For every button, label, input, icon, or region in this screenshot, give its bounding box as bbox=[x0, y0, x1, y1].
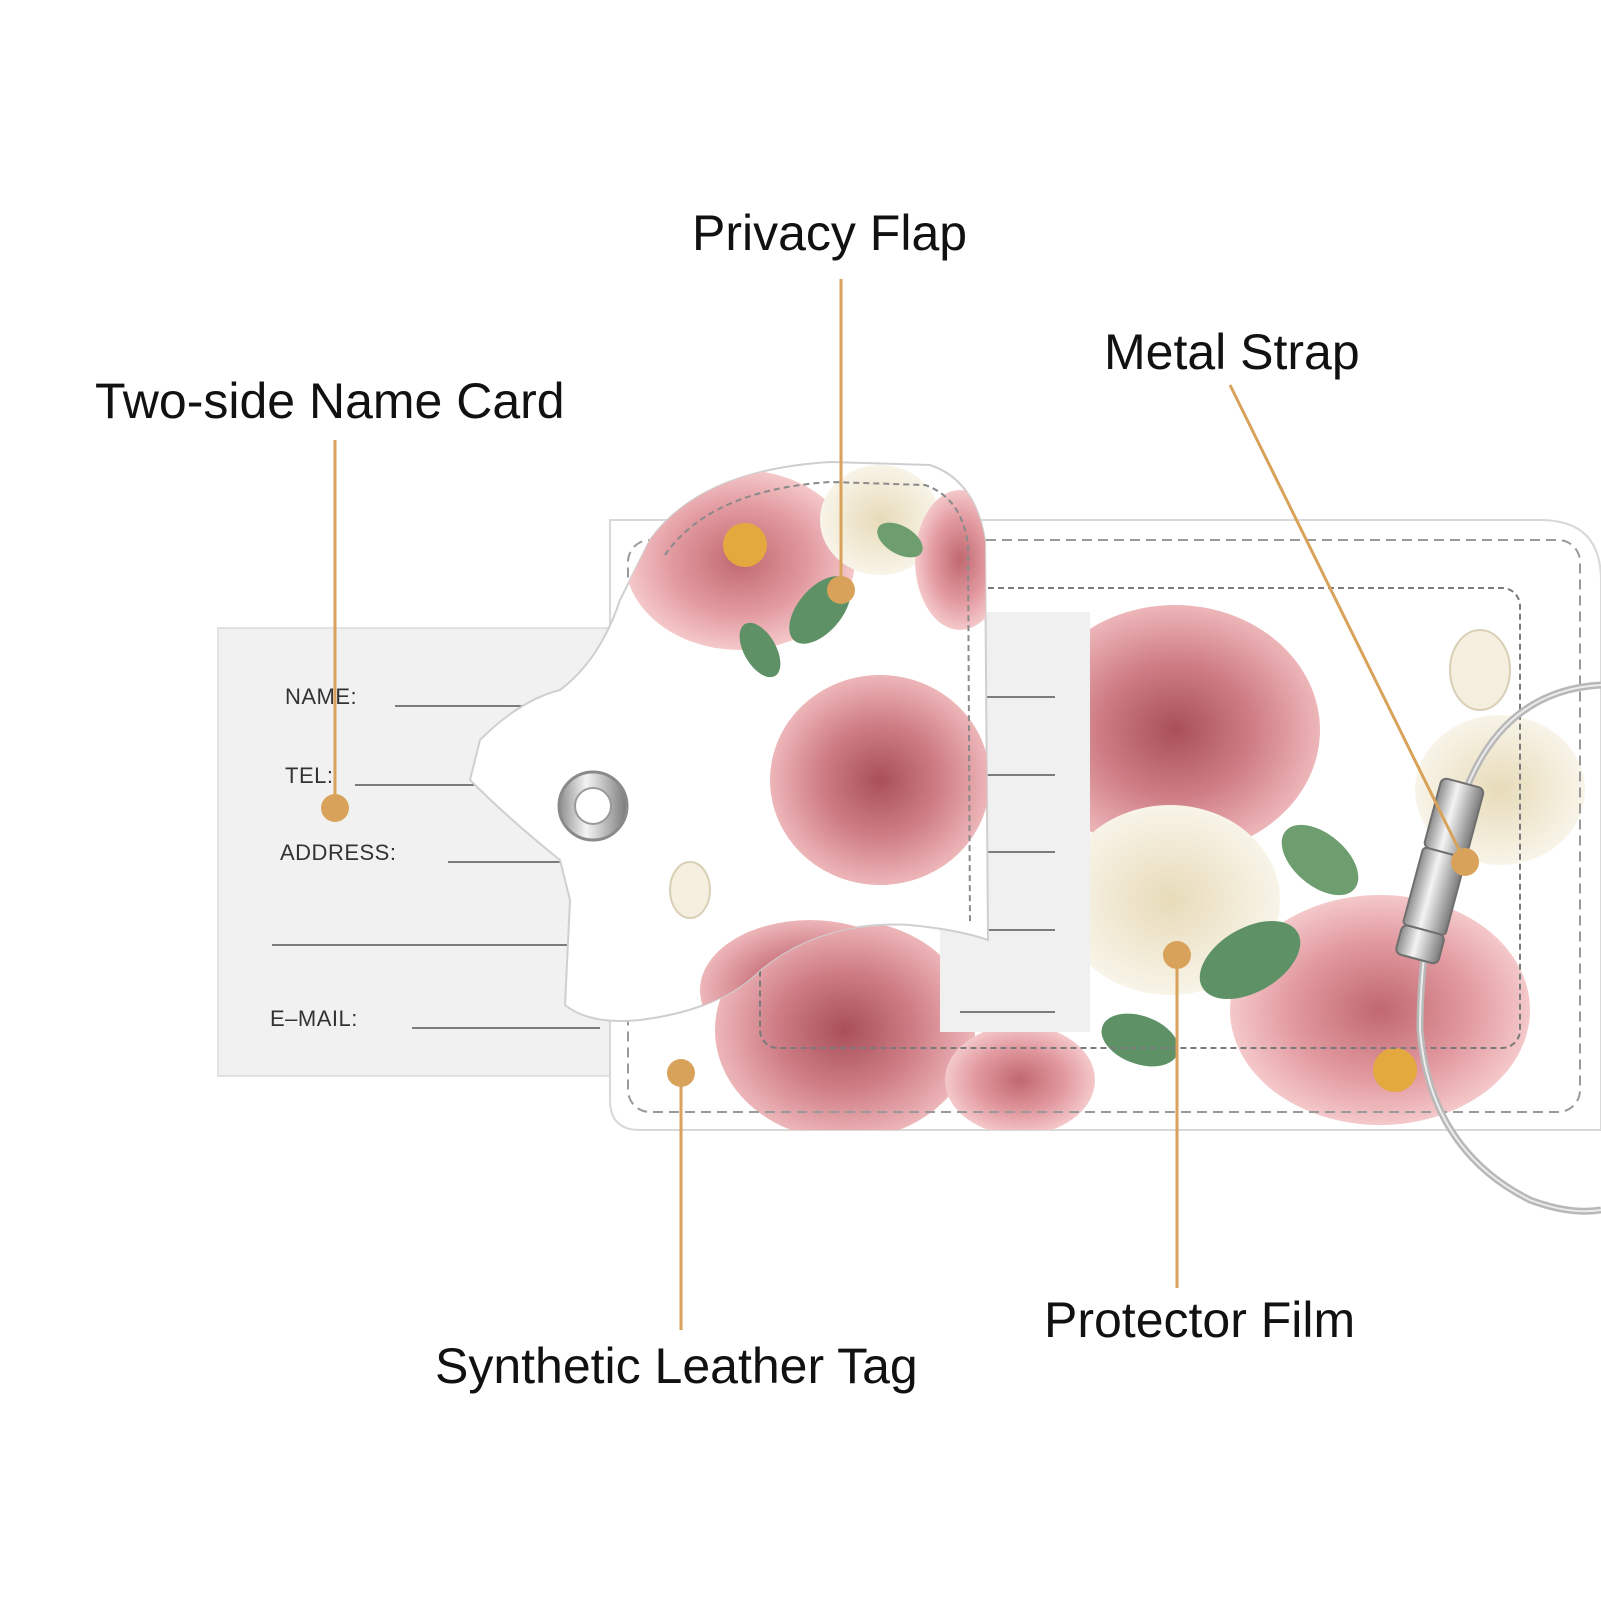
rose-bud bbox=[1449, 629, 1511, 711]
rose-flower bbox=[945, 1025, 1095, 1130]
grommet-hole bbox=[574, 787, 612, 825]
label-protector-film: Protector Film bbox=[1044, 1292, 1356, 1348]
metal-strap-leader bbox=[1228, 384, 1467, 863]
tag-floral-print bbox=[715, 605, 1585, 1130]
strap-screw-lock bbox=[1395, 777, 1485, 965]
name-card-dot bbox=[321, 794, 349, 822]
callouts bbox=[321, 279, 1479, 1330]
leaf bbox=[1101, 1013, 1179, 1067]
rose-bud bbox=[669, 861, 711, 919]
leaf bbox=[1281, 824, 1359, 896]
flap-stitching bbox=[664, 480, 971, 926]
flower-center bbox=[1373, 1048, 1417, 1092]
label-privacy-flap: Privacy Flap bbox=[692, 205, 968, 261]
leather-tag-dot bbox=[667, 1059, 695, 1087]
privacy-flap bbox=[468, 460, 990, 1022]
leaf bbox=[1199, 920, 1301, 1000]
metal-strap bbox=[1395, 681, 1601, 1215]
rose-flower bbox=[1030, 605, 1320, 855]
card-field-email: E–MAIL: bbox=[270, 1006, 358, 1031]
card-field-tel: TEL: bbox=[285, 763, 333, 788]
privacy-flap-dot bbox=[827, 576, 855, 604]
screw-lock-bottom bbox=[1395, 924, 1445, 965]
flower-center bbox=[723, 523, 767, 567]
label-metal-strap: Metal Strap bbox=[1104, 324, 1360, 380]
leaf bbox=[739, 622, 781, 678]
label-name-card: Two-side Name Card bbox=[95, 373, 565, 429]
rose-flower bbox=[1230, 895, 1530, 1125]
label-leather-tag: Synthetic Leather Tag bbox=[435, 1338, 918, 1394]
leaf bbox=[877, 522, 923, 558]
strap-wire-highlight bbox=[1418, 684, 1601, 1213]
protector-film-dot bbox=[1163, 941, 1191, 969]
rose-flower bbox=[715, 920, 975, 1130]
rose-flower bbox=[770, 675, 988, 885]
window-stitching bbox=[759, 587, 1521, 1049]
metal-strap-dot bbox=[1451, 848, 1479, 876]
card-field-name: NAME: bbox=[285, 684, 357, 709]
flap-floral-print bbox=[625, 465, 988, 1021]
card-field-address: ADDRESS: bbox=[280, 840, 396, 865]
